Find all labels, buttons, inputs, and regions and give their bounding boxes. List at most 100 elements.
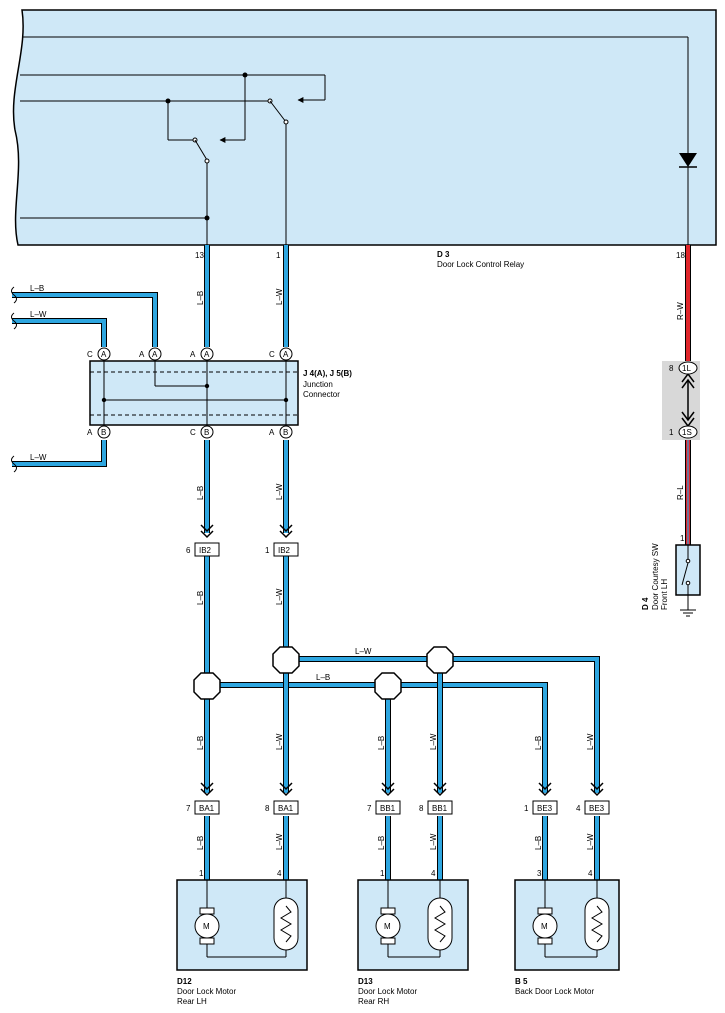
junction-name-2: Connector xyxy=(303,390,340,399)
junction-bottom-pins: B B B A C A xyxy=(87,425,293,439)
vlabel-lw-2: L–W xyxy=(275,483,284,500)
motor-d13-pin-l: 1 xyxy=(380,869,385,878)
jtop-label-4: C xyxy=(269,350,275,359)
jtop-circle-4: A xyxy=(283,350,289,359)
jbot-circle-1: B xyxy=(101,428,106,437)
conn-ba1-right-name: BA1 xyxy=(278,804,294,813)
conn-bb1-right-name: BB1 xyxy=(432,804,448,813)
door-courtesy-switch xyxy=(675,544,701,617)
motor-d13-line1: Door Lock Motor xyxy=(358,987,417,996)
motor-d12-line1: Door Lock Motor xyxy=(177,987,236,996)
relay-code: D 3 xyxy=(437,250,450,259)
motor-d12 xyxy=(176,879,308,971)
vlabel-lw-9: L–W xyxy=(586,833,595,850)
jbot-circle-2: B xyxy=(204,428,209,437)
vlabel-rl: R–L xyxy=(676,485,685,500)
relay-pin-18: 18 xyxy=(676,251,685,260)
conn-1s-name: 1S xyxy=(682,428,692,437)
motor-d12-code: D12 xyxy=(177,977,192,986)
vlabel-lw-6: L–W xyxy=(586,733,595,750)
conn-be3-left-pin: 1 xyxy=(524,804,529,813)
vlabel-lw-5: L–W xyxy=(429,733,438,750)
conn-ba1-left-pin: 7 xyxy=(186,804,191,813)
vlabel-lw-4: L–W xyxy=(275,733,284,750)
vlabel-lb-8: L–B xyxy=(377,836,386,850)
jtop-label-3: A xyxy=(190,350,196,359)
junction-code: J 4(A), J 5(B) xyxy=(303,369,352,378)
splice-4 xyxy=(426,646,454,674)
wire-break-marks xyxy=(11,286,17,473)
motor-d12-line2: Rear LH xyxy=(177,997,207,1006)
motor-b5-pin-r: 4 xyxy=(588,869,593,878)
relay-pin-1: 1 xyxy=(276,251,281,260)
conn-ib2-right-name: IB2 xyxy=(278,546,291,555)
jbot-label-2: C xyxy=(190,428,196,437)
motor-d13-m: M xyxy=(384,922,391,931)
connector-boxes xyxy=(194,542,610,815)
conn-be3-right-name: BE3 xyxy=(589,804,605,813)
conn-bb1-left-pin: 7 xyxy=(367,804,372,813)
motor-d13 xyxy=(357,879,469,971)
conn-be3-left-name: BE3 xyxy=(537,804,553,813)
wire-label-lw-bus: L–W xyxy=(355,647,372,656)
wire-label-lw-in: L–W xyxy=(30,310,47,319)
chevrons xyxy=(200,524,604,797)
motor-b5-code: B 5 xyxy=(515,977,528,986)
conn-ba1-right-pin: 8 xyxy=(265,804,270,813)
courtesy-line2: Front LH xyxy=(660,579,669,610)
conn-ib2-left-name: IB2 xyxy=(199,546,212,555)
vlabel-lb-4: L–B xyxy=(196,736,205,750)
vlabel-lb-1: L–B xyxy=(196,291,205,305)
junction-top-pins: A A A A C A A C xyxy=(87,347,293,361)
relay-name: Door Lock Control Relay xyxy=(437,260,524,269)
splice-3 xyxy=(374,672,402,700)
motor-b5 xyxy=(514,879,620,971)
wire-label-lb-bus: L–B xyxy=(316,673,330,682)
blue-wires xyxy=(12,245,600,880)
vlabel-lw-8: L–W xyxy=(429,833,438,850)
vlabel-lw-1: L–W xyxy=(275,288,284,305)
conn-bb1-left-name: BB1 xyxy=(380,804,396,813)
jbot-circle-3: B xyxy=(283,428,288,437)
conn-1l-pin: 8 xyxy=(669,364,674,373)
vlabel-lw-7: L–W xyxy=(275,833,284,850)
conn-ba1-left-name: BA1 xyxy=(199,804,215,813)
vlabel-rw: R–W xyxy=(676,302,685,320)
motor-b5-m: M xyxy=(541,922,548,931)
jbot-label-1: A xyxy=(87,428,93,437)
jbot-label-3: A xyxy=(269,428,275,437)
relay-pin-13: 13 xyxy=(195,251,204,260)
motor-b5-pin-l: 3 xyxy=(537,869,542,878)
splice-2 xyxy=(272,646,300,674)
conn-bb1-right-pin: 8 xyxy=(419,804,424,813)
motor-d12-pin-l: 1 xyxy=(199,869,204,878)
jtop-circle-3: A xyxy=(204,350,210,359)
jtop-label-1: C xyxy=(87,350,93,359)
motor-b5-line1: Back Door Lock Motor xyxy=(515,987,594,996)
red-wire xyxy=(662,245,700,545)
vlabel-lb-2: L–B xyxy=(196,486,205,500)
relay-d3 xyxy=(12,9,717,246)
motor-d13-pin-r: 4 xyxy=(431,869,436,878)
conn-be3-right-pin: 4 xyxy=(576,804,581,813)
junction-connector xyxy=(89,360,299,426)
splice-points xyxy=(193,646,454,700)
vlabel-lb-6: L–B xyxy=(534,736,543,750)
conn-ib2-right-pin: 1 xyxy=(265,546,270,555)
vlabel-lb-3: L–B xyxy=(196,591,205,605)
junction-name-1: Junction xyxy=(303,380,333,389)
conn-1s-pin: 1 xyxy=(669,428,674,437)
jtop-circle-1: A xyxy=(101,350,107,359)
jtop-label-2: A xyxy=(139,350,145,359)
motor-d12-m: M xyxy=(203,922,210,931)
motor-d13-line2: Rear RH xyxy=(358,997,389,1006)
conn-ib2-left-pin: 6 xyxy=(186,546,191,555)
vlabel-lb-5: L–B xyxy=(377,736,386,750)
courtesy-code: D 4 xyxy=(641,597,650,610)
vlabel-lw-3: L–W xyxy=(275,588,284,605)
wire-label-lb-in: L–B xyxy=(30,284,44,293)
motor-d12-pin-r: 4 xyxy=(277,869,282,878)
vlabel-lb-7: L–B xyxy=(196,836,205,850)
motor-d13-code: D13 xyxy=(358,977,373,986)
vertical-wire-labels: L–B L–W L–B L–W L–B L–W L–B L–W L–B L–W … xyxy=(196,288,595,850)
